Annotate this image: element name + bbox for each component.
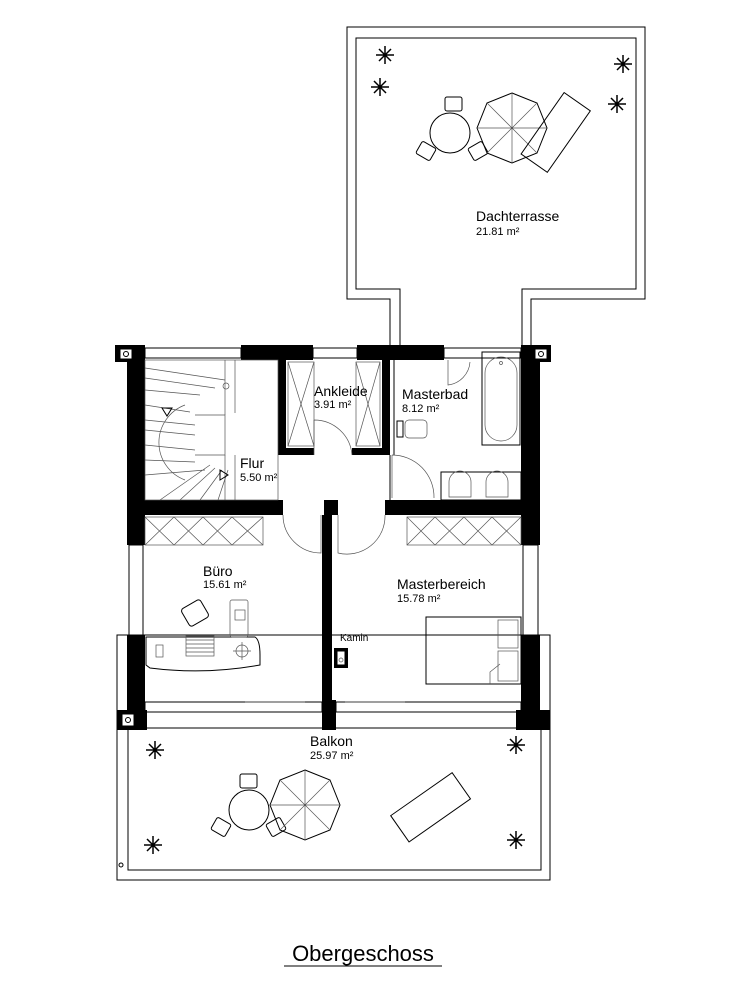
plants: [144, 46, 632, 854]
room-area-masterbad: 8.12 m²: [402, 403, 440, 415]
staircase: [144, 359, 279, 501]
walls: [115, 345, 551, 730]
plan-title: Obergeschoss: [292, 941, 434, 966]
room-area-balkon: 25.97 m²: [310, 750, 354, 762]
room-name-ankleide: Ankleide: [314, 383, 368, 399]
kamin-label: Kamin: [340, 633, 368, 644]
doors: [282, 360, 471, 555]
bathroom-fixtures: [396, 351, 522, 501]
fireplace: [334, 648, 348, 668]
room-area-flur: 5.50 m²: [240, 472, 278, 484]
terrace-furniture: [210, 91, 592, 843]
room-name-buero: Büro: [203, 563, 233, 579]
dachterrasse-outline: [346, 26, 646, 348]
bed: [425, 616, 522, 685]
office-furniture: [145, 599, 261, 672]
room-name-masterbad: Masterbad: [402, 386, 468, 402]
room-name-balkon: Balkon: [310, 733, 353, 749]
room-name-flur: Flur: [240, 455, 264, 471]
room-area-dachterrasse: 21.81 m²: [476, 226, 520, 238]
room-name-masterbereich: Masterbereich: [397, 576, 486, 592]
wardrobes: [144, 361, 522, 546]
room-area-buero: 15.61 m²: [203, 579, 247, 591]
room-area-ankleide: 3.91 m²: [314, 399, 352, 411]
room-area-masterbereich: 15.78 m²: [397, 593, 441, 605]
room-name-dachterrasse: Dachterrasse: [476, 208, 559, 224]
